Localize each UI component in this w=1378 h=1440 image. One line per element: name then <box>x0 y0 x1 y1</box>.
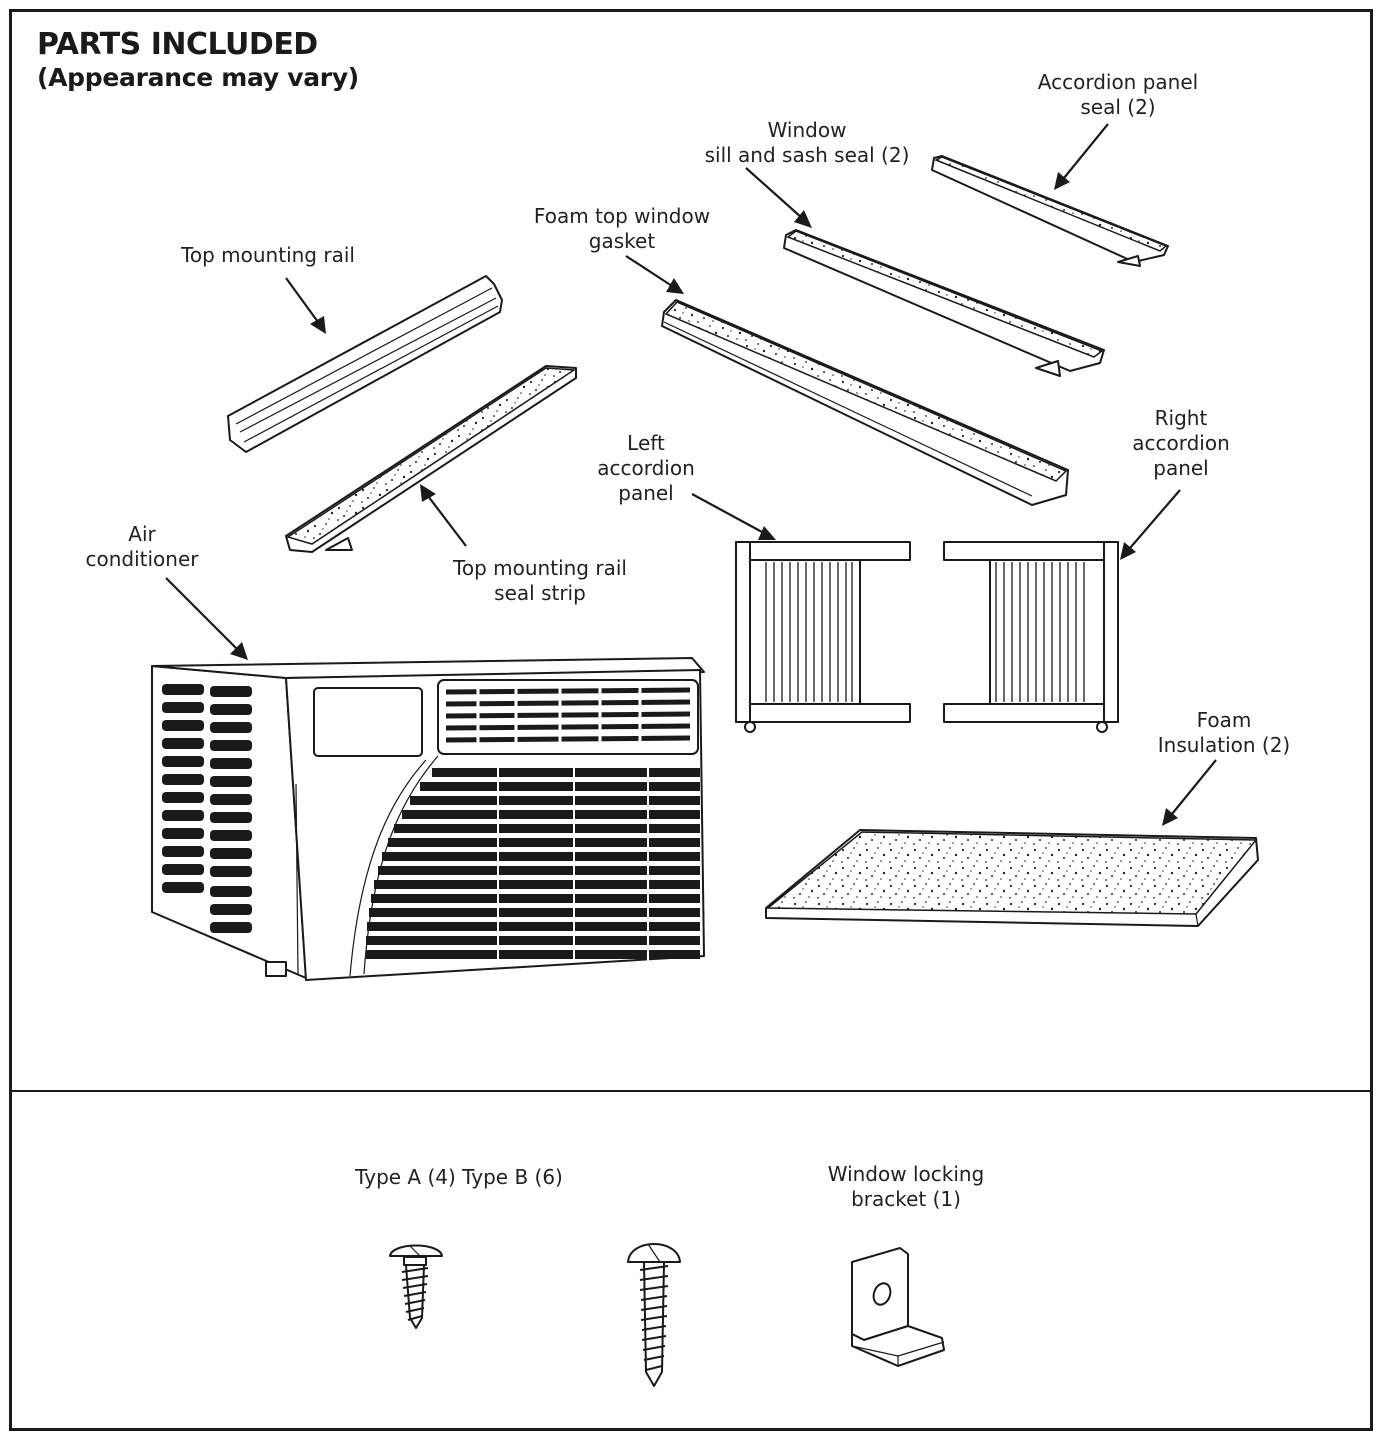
page-frame <box>9 9 1373 1431</box>
window-sill-sash-seal-part <box>783 229 1105 377</box>
front-grille <box>366 768 700 959</box>
accordion-panel-seal-part <box>931 155 1169 267</box>
label-window-locking-bracket: Window locking bracket (1) <box>827 1162 985 1211</box>
screw-type-b <box>627 1243 681 1387</box>
label-air-conditioner: Air conditioner <box>85 522 199 571</box>
window-locking-bracket-part <box>851 1247 945 1367</box>
page-title: PARTS INCLUDED <box>37 27 318 62</box>
label-top-mounting-rail: Top mounting rail <box>181 243 355 267</box>
air-conditioner-part <box>151 657 705 981</box>
label-right-accordion-panel: Right accordion panel <box>1132 406 1230 480</box>
page-subtitle: (Appearance may vary) <box>37 63 359 92</box>
label-foam-insulation: Foam Insulation (2) <box>1157 708 1291 757</box>
label-accordion-panel-seal: Accordion panel seal (2) <box>1037 70 1199 119</box>
top-mounting-rail-part <box>227 275 503 453</box>
section-divider <box>9 1090 1373 1092</box>
left-accordion-panel-part <box>735 541 911 733</box>
screw-type-a <box>389 1244 443 1329</box>
label-screws: Type A (4) Type B (6) <box>355 1165 563 1189</box>
foam-top-window-gasket-part <box>661 299 1069 506</box>
label-left-accordion-panel: Left accordion panel <box>597 431 695 505</box>
label-top-mounting-rail-seal-strip: Top mounting rail seal strip <box>453 556 627 605</box>
label-foam-top-window-gasket: Foam top window gasket <box>533 204 711 253</box>
top-mounting-rail-seal-strip-part <box>285 365 577 553</box>
foam-insulation-part <box>765 829 1259 927</box>
label-window-sill-sash-seal: Window sill and sash seal (2) <box>704 118 910 167</box>
callout-arrows <box>165 123 1217 826</box>
right-accordion-panel-part <box>943 541 1119 733</box>
